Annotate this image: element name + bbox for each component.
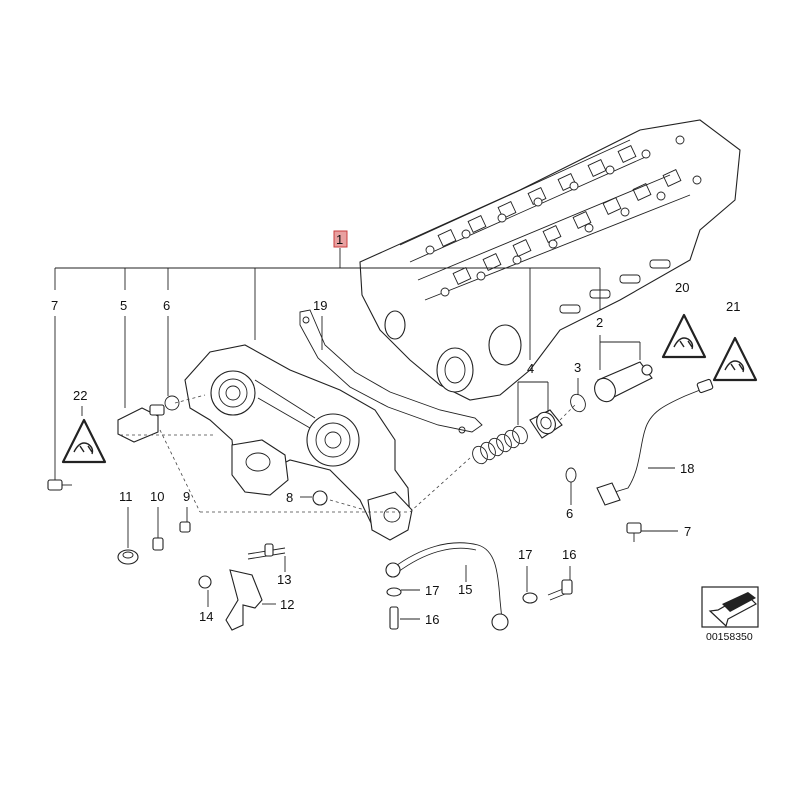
callout-7[interactable]: 7 <box>51 298 58 313</box>
callout-13[interactable]: 13 <box>277 572 291 587</box>
callout-17[interactable]: 17 <box>425 583 439 598</box>
callout-6[interactable]: 6 <box>163 298 170 313</box>
callout-10[interactable]: 10 <box>150 489 164 504</box>
callout-1[interactable]: 1 <box>336 232 343 247</box>
sensor-cable <box>565 378 714 506</box>
callout-18[interactable]: 18 <box>680 461 694 476</box>
callout-labels: 1 2 3 4 5 6 6 7 7 8 9 10 11 12 13 14 15 … <box>51 232 740 627</box>
callout-20[interactable]: 20 <box>675 280 689 295</box>
callout-5[interactable]: 5 <box>120 298 127 313</box>
solenoid <box>117 395 180 443</box>
warning-triangle-icon <box>61 418 107 464</box>
callout-16[interactable]: 16 <box>562 547 576 562</box>
callout-19[interactable]: 19 <box>313 298 327 313</box>
warning-triangle-icon <box>661 313 707 359</box>
callout-9[interactable]: 9 <box>183 489 190 504</box>
diagram-id: 00158350 <box>706 631 753 643</box>
piston-spring <box>472 409 563 465</box>
callout-22[interactable]: 22 <box>73 388 87 403</box>
callout-11[interactable]: 11 <box>119 489 133 504</box>
vanos-unit <box>184 344 413 541</box>
small-parts <box>47 479 642 631</box>
callout-21[interactable]: 21 <box>726 299 740 314</box>
callout-2[interactable]: 2 <box>596 315 603 330</box>
sensor <box>570 361 653 413</box>
callout-17[interactable]: 17 <box>518 547 532 562</box>
assembly-lines <box>120 394 576 513</box>
leader-lines <box>54 248 678 620</box>
callout-8[interactable]: 8 <box>286 490 293 505</box>
callout-6[interactable]: 6 <box>566 506 573 521</box>
gasket <box>299 309 483 434</box>
callout-16[interactable]: 16 <box>425 612 439 627</box>
arrow-navigation-icon[interactable] <box>701 586 759 628</box>
callout-4[interactable]: 4 <box>527 361 534 376</box>
warning-triangle-icon <box>712 336 758 382</box>
callout-7[interactable]: 7 <box>684 524 691 539</box>
callout-14[interactable]: 14 <box>199 609 213 624</box>
cylinder-head <box>359 119 741 401</box>
callout-1-highlight <box>333 230 348 248</box>
callout-12[interactable]: 12 <box>280 597 294 612</box>
callout-15[interactable]: 15 <box>458 582 472 597</box>
callout-3[interactable]: 3 <box>574 360 581 375</box>
